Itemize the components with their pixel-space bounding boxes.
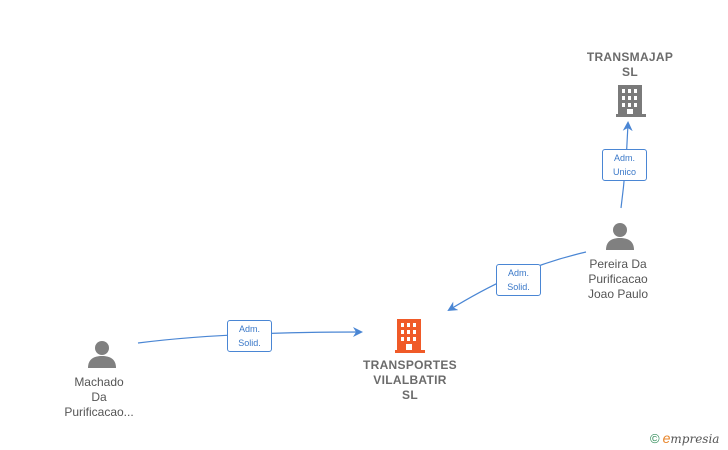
empresia-logo[interactable]: ©empresia — [650, 430, 720, 446]
edge-label-adm-solid-pereira: Adm. Solid. — [496, 264, 541, 296]
node-pereira-label[interactable]: Pereira Da Purificacao Joao Paulo — [587, 257, 649, 301]
main-building-icon — [395, 319, 425, 353]
copyright-icon: © — [650, 431, 660, 446]
person-icon — [88, 341, 116, 368]
building-icon — [616, 85, 646, 117]
node-machado-label[interactable]: Machado Da Purificacao... — [64, 375, 134, 419]
person-icon — [606, 223, 634, 250]
node-transmajap-label[interactable]: TRANSMAJAP SL — [586, 50, 674, 79]
node-transportes-label[interactable]: TRANSPORTES VILALBATIR SL — [363, 358, 457, 402]
edge-label-adm-solid-machado: Adm. Solid. — [227, 320, 272, 352]
edge-label-adm-unico: Adm. Unico — [602, 149, 647, 181]
